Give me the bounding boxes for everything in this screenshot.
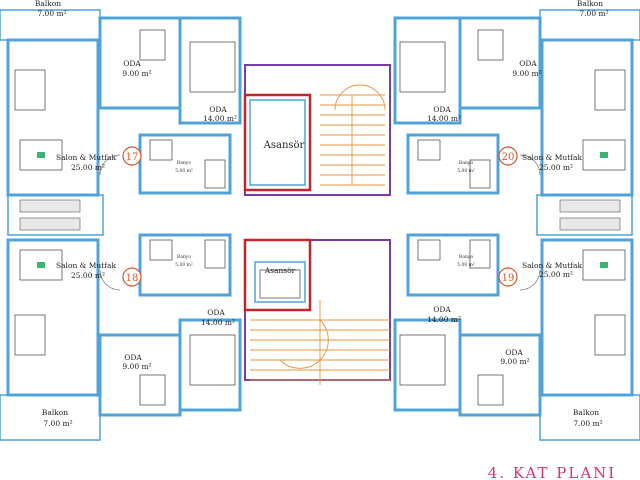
oda-large-area: 14.00 m² bbox=[427, 315, 461, 324]
banyo-label: Banyo bbox=[459, 254, 473, 260]
oda-large-label: ODA bbox=[209, 105, 227, 114]
salon-label: Salon & Mutfak bbox=[56, 153, 117, 162]
elevator-label-upper: Asansör bbox=[263, 140, 305, 151]
balkon-area: 7.00 m² bbox=[37, 9, 66, 18]
banyo-label: Banyo bbox=[177, 254, 191, 260]
oda-large-area: 14.00 m² bbox=[201, 318, 235, 327]
stairs-upper bbox=[320, 84, 386, 186]
oda-small-area: 9.00 m² bbox=[122, 362, 151, 371]
unit-17-walls bbox=[0, 9, 242, 236]
oda-large-area: 14.00 m² bbox=[427, 114, 461, 123]
balkon-label: Balkon bbox=[42, 408, 68, 417]
balkon-area: 7.00 m² bbox=[579, 9, 608, 18]
salon-area: 25.00 m² bbox=[71, 271, 105, 280]
oda-small-area: 9.00 m² bbox=[512, 69, 541, 78]
unit-19-labels: Balkon 7.00 m² ODA 9.00 m² ODA 14.00 m² … bbox=[427, 254, 603, 428]
oda-large-area: 14.00 m² bbox=[203, 114, 237, 123]
unit-17-labels: Balkon 7.00 m² ODA 9.00 m² ODA 14.00 m² … bbox=[35, 0, 237, 174]
banyo-area: 5.00 m² bbox=[457, 262, 475, 268]
oda-small-label: ODA bbox=[123, 59, 141, 68]
unit-18-walls bbox=[0, 233, 242, 441]
salon-area: 25.00 m² bbox=[71, 163, 105, 172]
banyo-area: 5.00 m² bbox=[175, 262, 193, 268]
balkon-label: Balkon bbox=[35, 0, 61, 8]
unit-20-walls bbox=[393, 9, 640, 236]
unit-number: 17 bbox=[126, 152, 139, 163]
banyo-area: 5.00 m² bbox=[175, 168, 193, 174]
balkon-area: 7.00 m² bbox=[43, 419, 72, 428]
oda-small-area: 9.00 m² bbox=[122, 69, 151, 78]
salon-area: 25.00 m² bbox=[539, 163, 573, 172]
oda-large-label: ODA bbox=[207, 308, 225, 317]
unit-18-labels: Balkon 7.00 m² ODA 9.00 m² ODA 14.00 m² … bbox=[42, 254, 235, 428]
unit-number: 20 bbox=[502, 152, 515, 163]
unit-number: 18 bbox=[126, 273, 139, 284]
furniture bbox=[14, 29, 626, 406]
banyo-area: 5.00 m² bbox=[457, 168, 475, 174]
salon-area: 25.00 m² bbox=[539, 270, 573, 279]
elevator-label-lower: Asansör bbox=[264, 266, 296, 275]
oda-small-label: ODA bbox=[124, 353, 142, 362]
oda-large-label: ODA bbox=[433, 105, 451, 114]
balkon-label: Balkon bbox=[577, 0, 603, 8]
balkon-label: Balkon bbox=[573, 408, 599, 417]
banyo-label: Banyo bbox=[459, 160, 473, 166]
oda-small-label: ODA bbox=[519, 59, 537, 68]
plan-title: 4. KAT PLANI bbox=[488, 464, 616, 480]
banyo-label: Banyo bbox=[177, 160, 191, 166]
salon-label: Salon & Mutfak bbox=[56, 261, 117, 270]
balkon-area: 7.00 m² bbox=[573, 419, 602, 428]
salon-label: Salon & Mutfak bbox=[522, 153, 583, 162]
oda-small-label: ODA bbox=[505, 348, 523, 357]
core bbox=[243, 64, 391, 381]
stairs-lower bbox=[250, 300, 390, 385]
unit-20-labels: Balkon 7.00 m² ODA 9.00 m² ODA 14.00 m² … bbox=[427, 0, 609, 174]
unit-19-walls bbox=[393, 233, 640, 441]
salon-label: Salon & Mutfak bbox=[522, 261, 583, 270]
unit-number: 19 bbox=[502, 273, 515, 284]
oda-small-area: 9.00 m² bbox=[500, 357, 529, 366]
oda-large-label: ODA bbox=[433, 305, 451, 314]
